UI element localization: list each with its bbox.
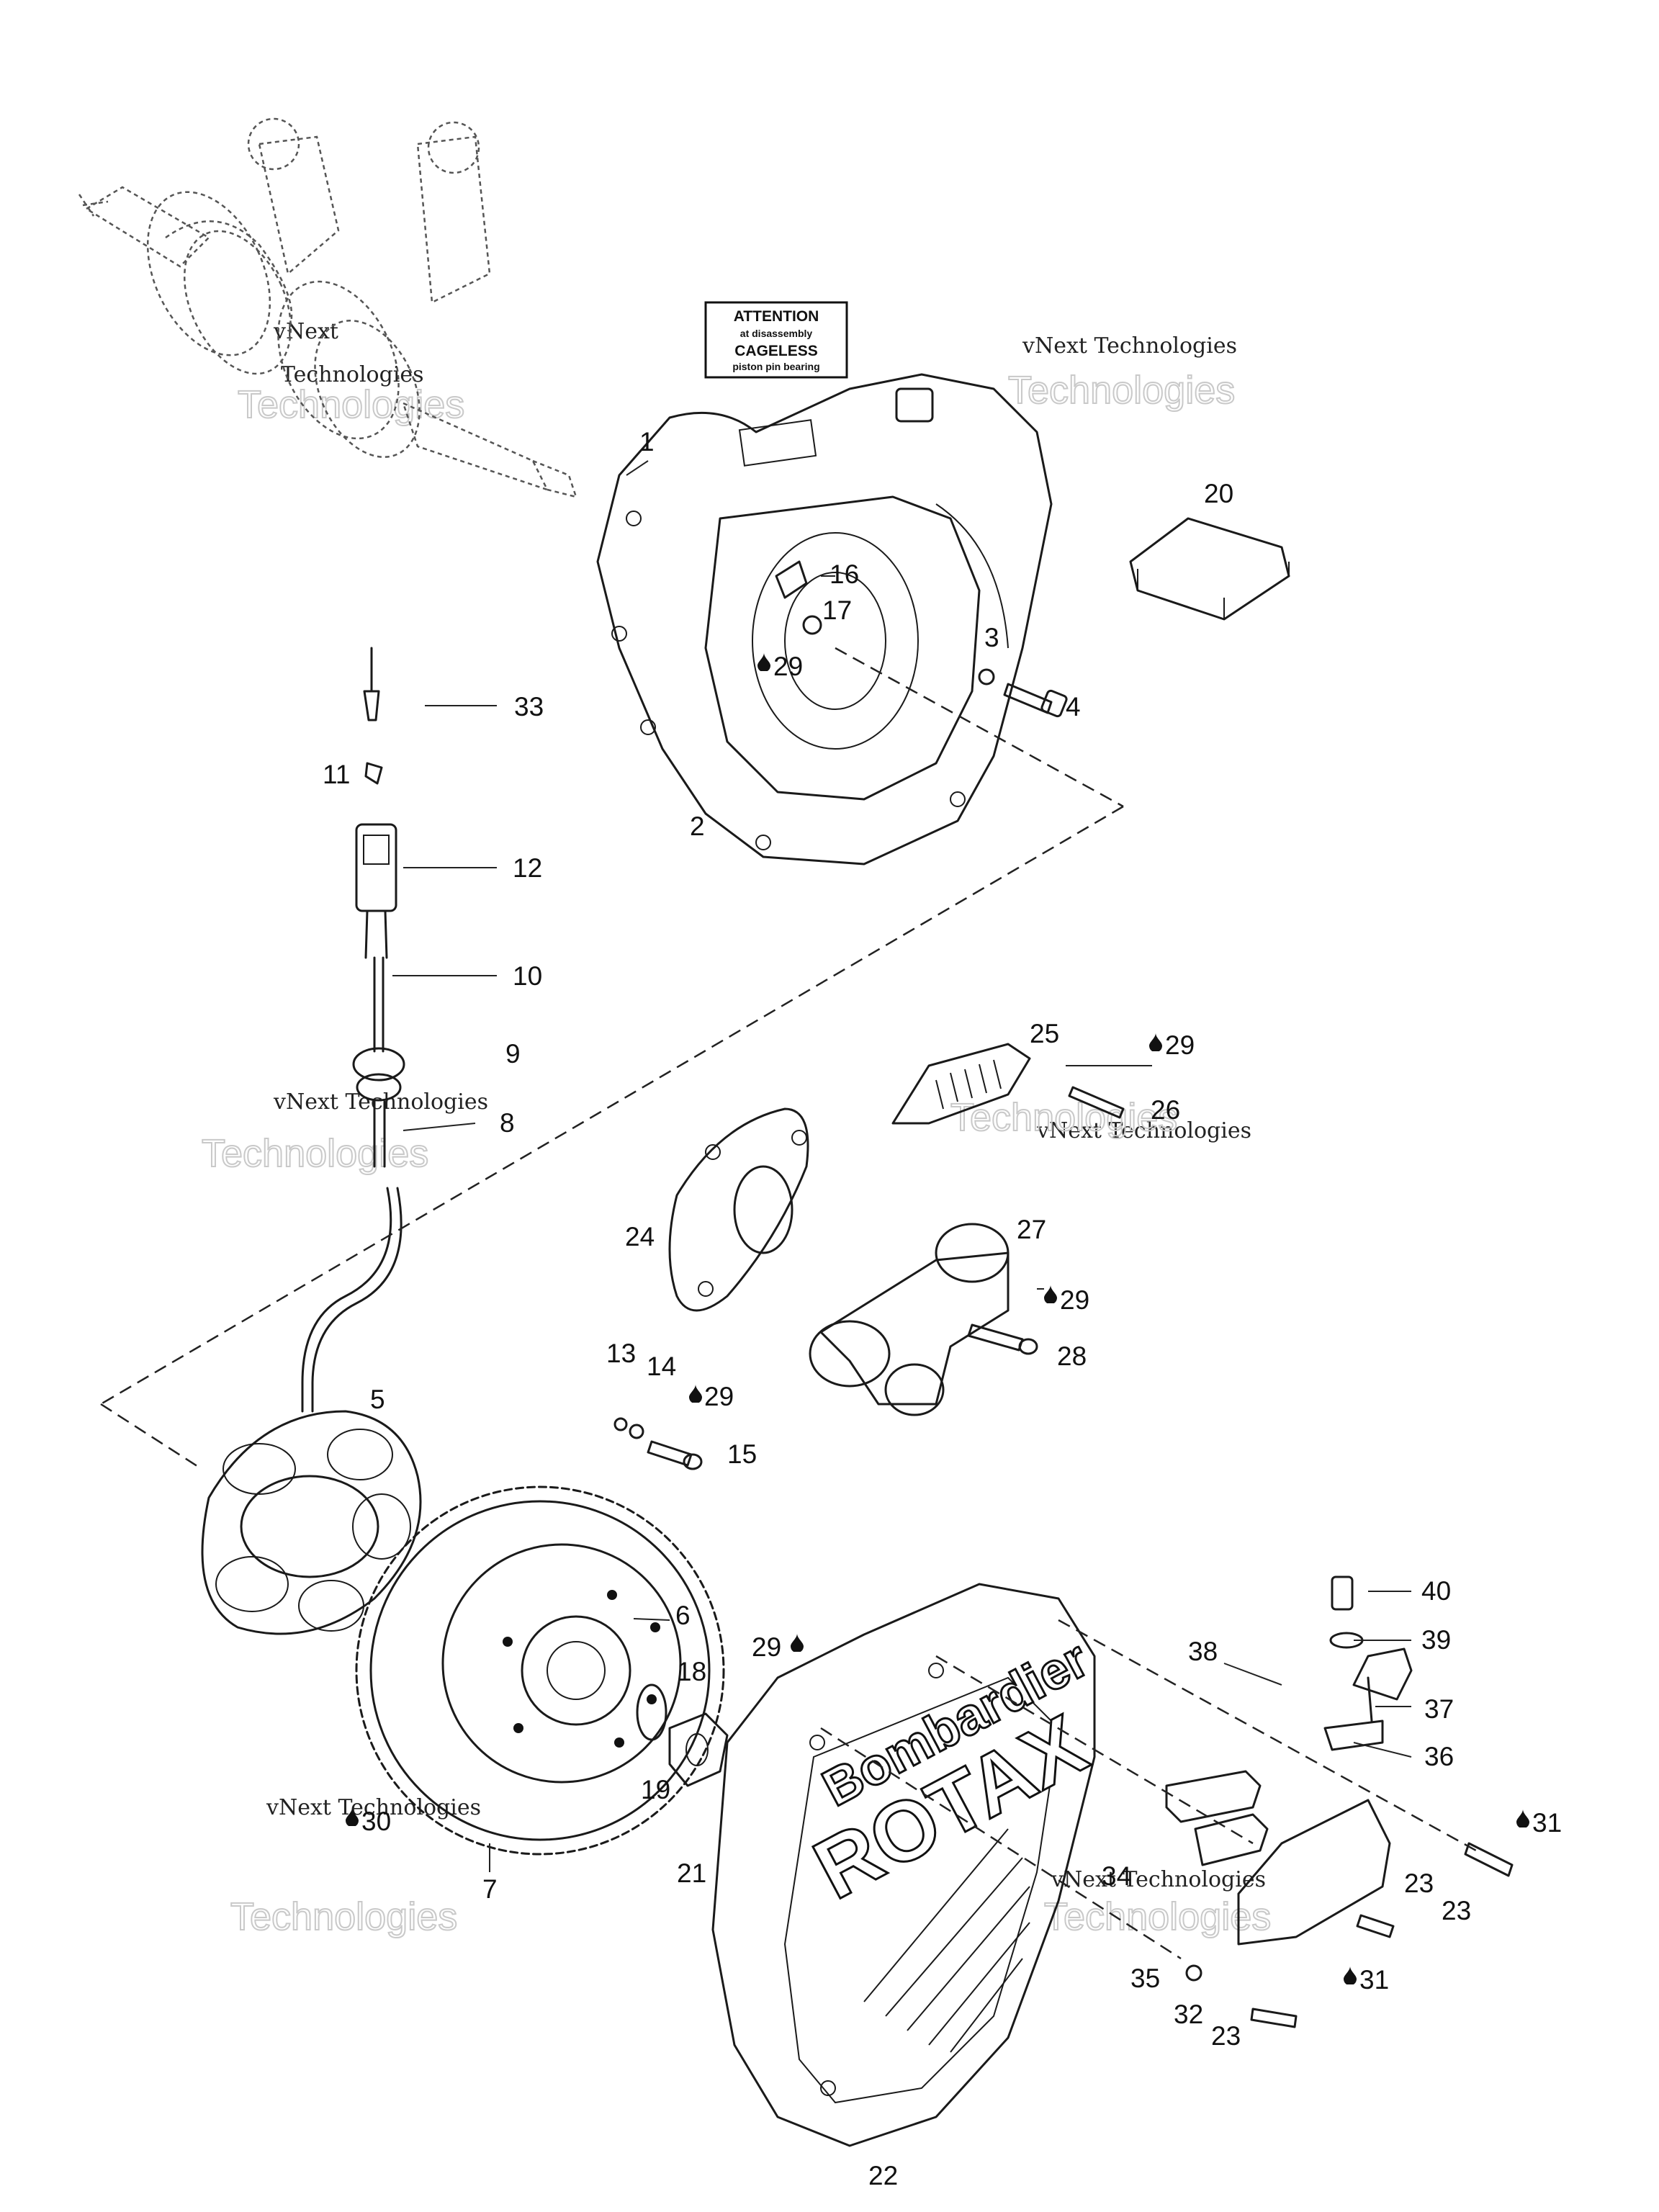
leader-lines xyxy=(392,460,1412,1872)
callout-30: 30 xyxy=(361,1807,391,1836)
callout-11: 11 xyxy=(323,760,350,789)
callout-33: 33 xyxy=(514,692,544,721)
callout-15: 15 xyxy=(727,1439,757,1469)
callout-labels: 1 2 3 4 5 6 7 8 9 10 11 12 13 14 15 16 1… xyxy=(323,427,1562,2190)
stator xyxy=(201,1410,422,1635)
callout-23c: 23 xyxy=(1211,2021,1241,2051)
callout-28: 28 xyxy=(1057,1341,1087,1371)
svg-text:at disassembly: at disassembly xyxy=(740,328,813,339)
callout-39: 39 xyxy=(1421,1625,1451,1655)
callout-26: 26 xyxy=(1151,1095,1180,1125)
screw-15 xyxy=(613,1417,703,1470)
svg-text:vNext: vNext xyxy=(273,319,338,344)
callout-5: 5 xyxy=(370,1385,385,1414)
callout-20: 20 xyxy=(1204,479,1233,508)
magneto-cover: Bombardier ROTAX xyxy=(711,1583,1102,2147)
screw-4 xyxy=(978,668,1068,718)
callout-24: 24 xyxy=(625,1222,655,1251)
svg-text:CAGELESS: CAGELESS xyxy=(734,343,818,359)
svg-text:Technologies: Technologies xyxy=(1008,369,1235,412)
callout-9: 9 xyxy=(505,1039,521,1069)
svg-text:Technologies: Technologies xyxy=(1044,1895,1271,1938)
svg-text:Technologies: Technologies xyxy=(281,362,424,387)
callout-23a: 23 xyxy=(1404,1869,1434,1898)
callout-8: 8 xyxy=(500,1108,515,1138)
callout-35: 35 xyxy=(1130,1964,1160,1993)
callout-18: 18 xyxy=(677,1657,706,1686)
svg-text:piston pin bearing: piston pin bearing xyxy=(732,361,819,372)
callout-10: 10 xyxy=(513,961,542,991)
callout-21: 21 xyxy=(677,1858,706,1888)
dual-coil-27 xyxy=(809,1223,1038,1416)
callout-31a: 31 xyxy=(1532,1808,1562,1838)
callout-14: 14 xyxy=(647,1352,676,1381)
callout-29c: 29 xyxy=(1060,1285,1089,1315)
callout-27: 27 xyxy=(1017,1215,1046,1244)
callout-29e: 29 xyxy=(752,1632,781,1662)
callout-6: 6 xyxy=(675,1601,691,1630)
callout-3: 3 xyxy=(984,623,999,652)
callout-40: 40 xyxy=(1421,1576,1451,1606)
warning-sign: ATTENTION at disassembly CAGELESS piston… xyxy=(704,301,848,379)
callout-7: 7 xyxy=(482,1874,498,1904)
callout-4: 4 xyxy=(1066,692,1081,721)
screw-16-17 xyxy=(775,560,822,635)
svg-text:vNext Technologies: vNext Technologies xyxy=(1051,1867,1266,1892)
part-20-block xyxy=(1129,517,1290,621)
svg-text:vNext Technologies: vNext Technologies xyxy=(266,1795,481,1820)
washer-nut xyxy=(636,1683,729,1787)
callout-29b: 29 xyxy=(1165,1030,1195,1060)
wire-harness xyxy=(301,647,405,1413)
callout-12: 12 xyxy=(513,853,542,883)
callout-23b: 23 xyxy=(1442,1896,1471,1925)
callout-38: 38 xyxy=(1188,1637,1218,1666)
callout-19: 19 xyxy=(641,1775,670,1804)
watermark: vNext Technologies Technologies vNext Te… xyxy=(201,319,1272,1939)
svg-text:vNext Technologies: vNext Technologies xyxy=(1036,1118,1251,1143)
plate-24 xyxy=(668,1107,809,1312)
callout-31b: 31 xyxy=(1359,1965,1389,1995)
assembly-lines xyxy=(100,647,1477,1960)
callout-17: 17 xyxy=(822,595,852,625)
callout-13: 13 xyxy=(606,1339,636,1368)
coil-25 xyxy=(891,1043,1125,1125)
crankcase-housing xyxy=(596,373,1053,866)
svg-text:Technologies: Technologies xyxy=(202,1132,428,1175)
callout-22: 22 xyxy=(868,2161,898,2190)
svg-text:vNext Technologies: vNext Technologies xyxy=(1022,333,1237,359)
svg-text:ATTENTION: ATTENTION xyxy=(734,308,819,325)
callout-37: 37 xyxy=(1424,1694,1454,1724)
svg-text:Technologies: Technologies xyxy=(230,1895,457,1938)
callout-1: 1 xyxy=(639,427,655,457)
callout-29a: 29 xyxy=(773,652,803,681)
bracket-assembly xyxy=(1165,1575,1514,2028)
callout-2: 2 xyxy=(690,811,705,841)
callout-34: 34 xyxy=(1102,1861,1131,1891)
crankshaft-illustration xyxy=(78,117,577,498)
callout-16: 16 xyxy=(830,559,859,589)
callout-29d: 29 xyxy=(704,1382,734,1411)
svg-text:Technologies: Technologies xyxy=(238,383,464,426)
svg-text:vNext Technologies: vNext Technologies xyxy=(273,1089,488,1115)
callout-32: 32 xyxy=(1174,2000,1203,2029)
callout-36: 36 xyxy=(1424,1742,1454,1771)
flywheel-ring-gear xyxy=(355,1485,725,1856)
callout-25: 25 xyxy=(1030,1019,1059,1048)
